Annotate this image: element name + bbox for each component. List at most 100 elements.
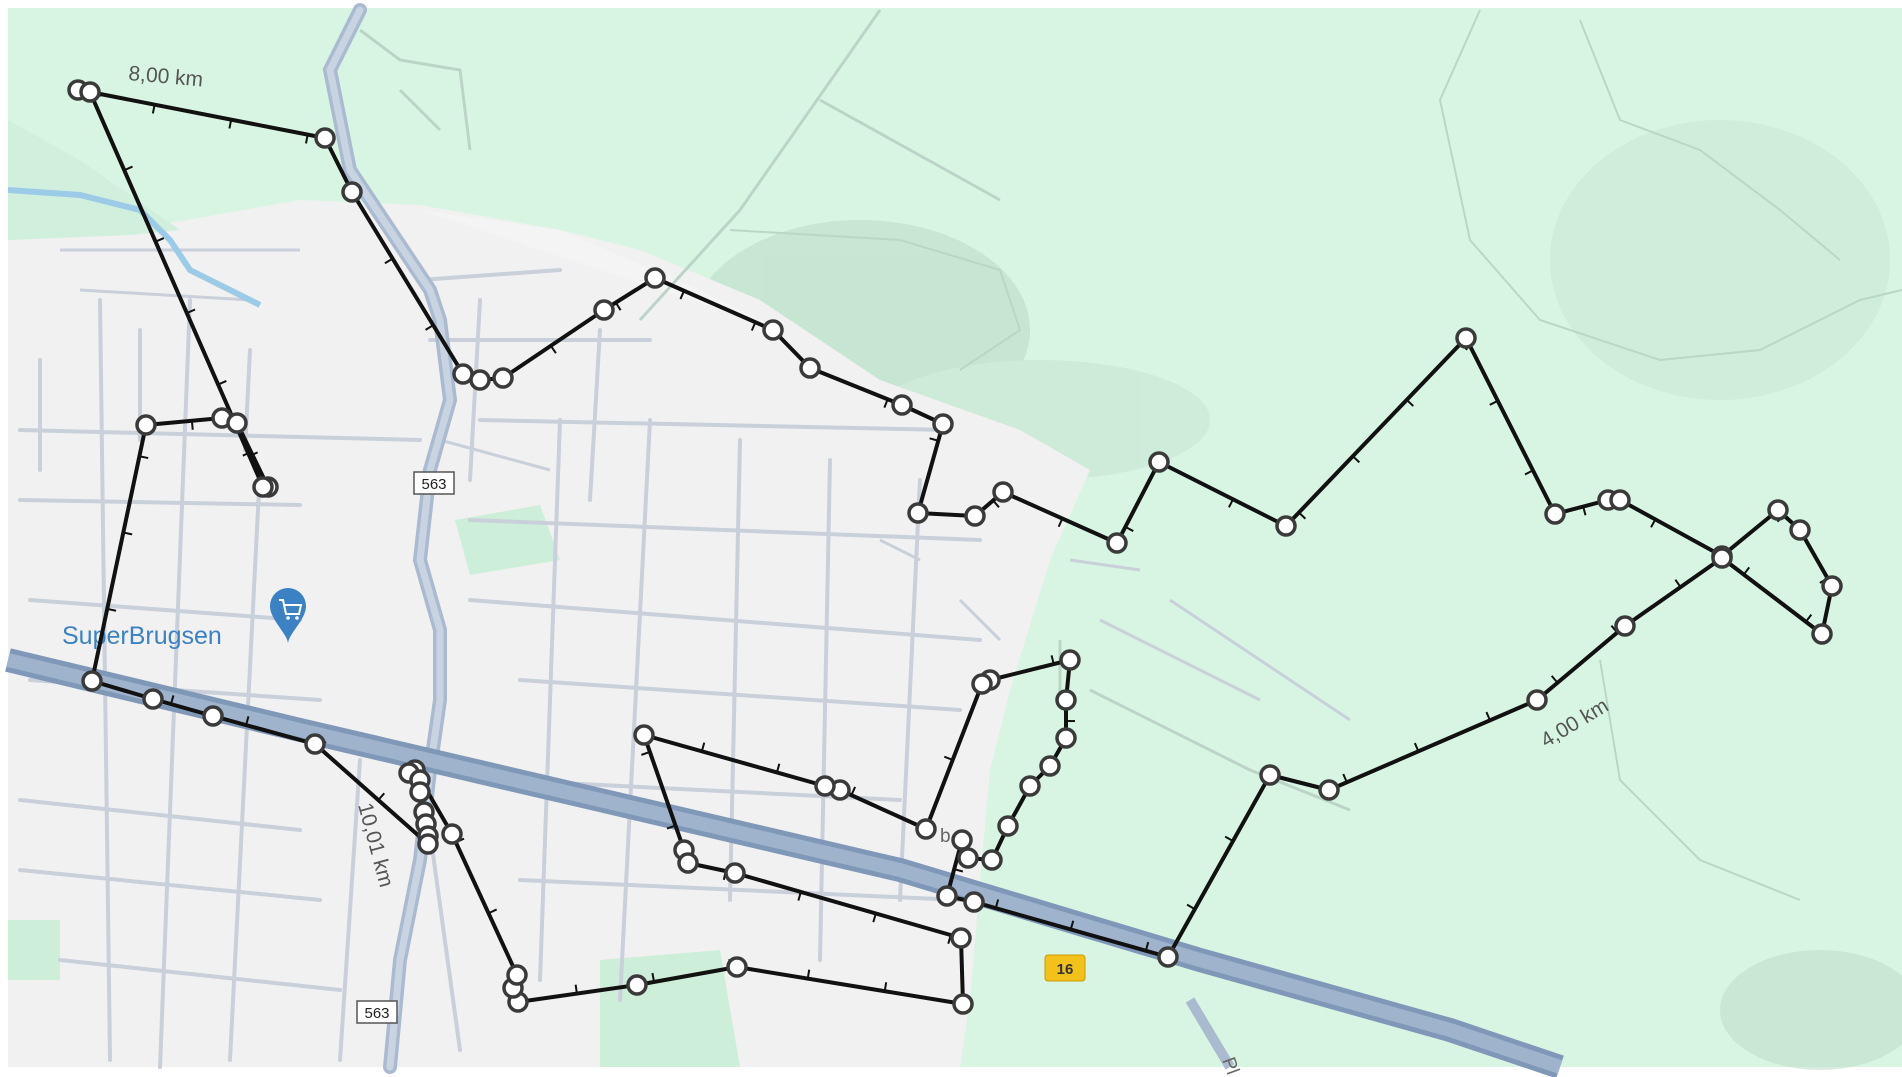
distance-tick xyxy=(883,398,889,408)
stream xyxy=(7,187,262,308)
route-waypoint[interactable] xyxy=(932,413,954,435)
route-waypoint[interactable] xyxy=(1455,327,1477,349)
route-waypoint[interactable] xyxy=(252,476,274,498)
route-waypoint[interactable] xyxy=(814,775,836,797)
route-waypoint[interactable] xyxy=(957,847,979,869)
distance-tick xyxy=(797,891,802,901)
route-waypoint[interactable] xyxy=(202,705,224,727)
route-waypoint[interactable] xyxy=(1148,451,1170,473)
distance-tick xyxy=(994,899,1000,909)
route-waypoint[interactable] xyxy=(915,818,937,840)
distance-tick xyxy=(151,104,156,114)
rural-roads xyxy=(359,9,1351,812)
distance-tick xyxy=(574,984,578,994)
distance-tick xyxy=(614,302,622,311)
route-waypoint[interactable] xyxy=(992,481,1014,503)
route-waypoint[interactable] xyxy=(762,319,784,341)
distance-tick xyxy=(186,308,196,315)
map-frame xyxy=(0,0,1902,8)
distance-tick xyxy=(1228,498,1234,508)
route-waypoint[interactable] xyxy=(341,181,363,203)
route-waypoint[interactable] xyxy=(1039,755,1061,777)
route-waypoint[interactable] xyxy=(1318,779,1340,801)
distance-tick xyxy=(850,786,857,796)
distance-tick xyxy=(249,451,259,457)
route-waypoint[interactable] xyxy=(1259,764,1281,786)
route-waypoint[interactable] xyxy=(593,299,615,321)
route-waypoint[interactable] xyxy=(724,862,746,884)
highway-shield-label: 16 xyxy=(1057,961,1074,978)
poi-superbrugsen[interactable]: SuperBrugsen xyxy=(62,588,306,650)
route-waypoint[interactable] xyxy=(952,993,974,1015)
route-waypoint[interactable] xyxy=(1275,515,1297,537)
distance-tick xyxy=(775,763,781,773)
route-waypoint[interactable] xyxy=(304,733,326,755)
route-waypoint[interactable] xyxy=(997,815,1019,837)
route-waypoint[interactable] xyxy=(950,927,972,949)
route-waypoint[interactable] xyxy=(981,849,1003,871)
route-waypoint[interactable] xyxy=(409,781,431,803)
route-waypoint[interactable] xyxy=(81,670,103,692)
route-waypoint[interactable] xyxy=(314,127,336,149)
highway-shield-16: 16 xyxy=(1044,954,1086,982)
route-waypoints[interactable] xyxy=(67,79,1843,1015)
contours xyxy=(729,9,1902,901)
route-waypoint[interactable] xyxy=(1544,503,1566,525)
distance-tick xyxy=(1650,518,1657,528)
distance-tick xyxy=(1050,655,1055,665)
street-label-partial: Pl xyxy=(1217,1055,1243,1077)
distance-tick xyxy=(169,695,175,705)
distance-tick xyxy=(1485,711,1491,721)
distance-tick xyxy=(123,531,133,536)
route-waypoint[interactable] xyxy=(1789,519,1811,541)
road-shield-label: 563 xyxy=(364,1005,389,1022)
route-waypoint[interactable] xyxy=(469,369,491,391)
route-waypoint[interactable] xyxy=(936,885,958,907)
route-waypoint[interactable] xyxy=(1526,689,1548,711)
route-waypoint[interactable] xyxy=(1019,775,1041,797)
route-waypoint[interactable] xyxy=(1106,532,1128,554)
route-waypoint[interactable] xyxy=(971,673,993,695)
area-label-partial: b xyxy=(940,826,951,847)
route-waypoint[interactable] xyxy=(1055,727,1077,749)
route-waypoint[interactable] xyxy=(506,964,528,986)
route-waypoint[interactable] xyxy=(441,823,463,845)
distance-tick xyxy=(1069,920,1075,930)
route-waypoint[interactable] xyxy=(1614,615,1636,637)
route-waypoint[interactable] xyxy=(1059,649,1081,671)
route-waypoint[interactable] xyxy=(1055,689,1077,711)
route-waypoint[interactable] xyxy=(1711,547,1733,569)
distance-tick xyxy=(872,913,877,923)
route-waypoint[interactable] xyxy=(79,81,101,103)
route-waypoint[interactable] xyxy=(951,829,973,851)
distance-tick xyxy=(929,437,939,442)
route-waypoint[interactable] xyxy=(799,357,821,379)
route-waypoint[interactable] xyxy=(1609,489,1631,511)
distance-tick xyxy=(1057,518,1064,528)
distance-tick xyxy=(943,755,954,761)
route-waypoint[interactable] xyxy=(1767,499,1789,521)
route-waypoint[interactable] xyxy=(963,891,985,913)
route-waypoint[interactable] xyxy=(891,394,913,416)
route-waypoint[interactable] xyxy=(135,414,157,436)
road-shield-563-top: 563 xyxy=(413,471,455,495)
route-waypoint[interactable] xyxy=(1821,575,1843,597)
route-waypoint[interactable] xyxy=(644,267,666,289)
route-waypoint[interactable] xyxy=(1157,946,1179,968)
distance-tick xyxy=(1144,941,1150,951)
route-waypoint[interactable] xyxy=(964,505,986,527)
distance-tick xyxy=(1124,526,1134,532)
route-waypoint[interactable] xyxy=(633,724,655,746)
route-waypoint[interactable] xyxy=(226,412,248,434)
route-waypoint[interactable] xyxy=(726,956,748,978)
route-waypoint[interactable] xyxy=(417,833,439,855)
shopping-cart-icon xyxy=(270,588,306,644)
route-waypoint[interactable] xyxy=(907,502,929,524)
distance-tick xyxy=(806,969,811,979)
route-waypoint[interactable] xyxy=(677,852,699,874)
route-waypoint[interactable] xyxy=(626,974,648,996)
route-waypoint[interactable] xyxy=(1811,623,1833,645)
route-waypoint[interactable] xyxy=(492,367,514,389)
route-waypoint[interactable] xyxy=(142,688,164,710)
